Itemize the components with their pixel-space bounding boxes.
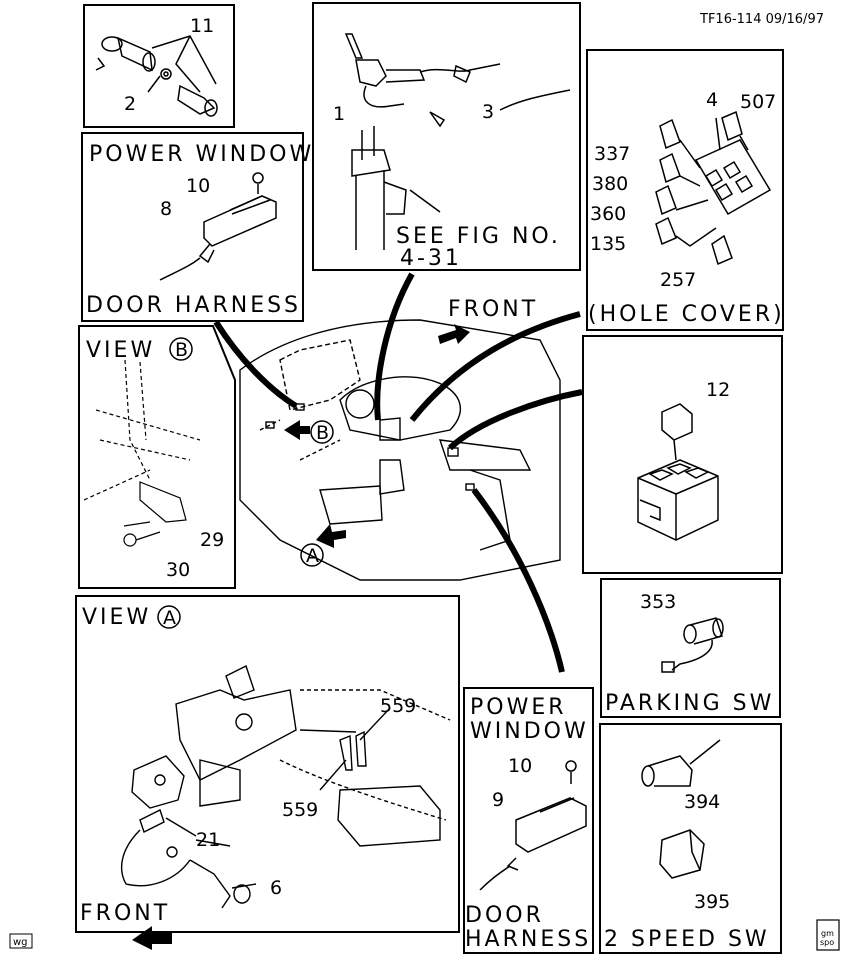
- label-part-29: 29: [200, 529, 224, 551]
- see-fig-line2: 4-31: [400, 246, 462, 271]
- power-window-top-title: POWER WINDOW: [89, 142, 314, 167]
- two-speed-caption: 2 SPEED SW: [604, 927, 770, 952]
- power-window-bottom-caption-2: HARNESS: [465, 927, 591, 952]
- label-part-395: 395: [694, 891, 730, 913]
- label-part-30: 30: [166, 559, 190, 581]
- label-part-394: 394: [684, 791, 720, 813]
- fuse-caption: (HOLE COVER): [588, 302, 785, 327]
- label-part-257: 257: [660, 269, 696, 291]
- center-front-label: FRONT: [448, 297, 538, 322]
- diagram-code: TF16-114 09/16/97: [699, 12, 824, 27]
- wg-tag: wg: [13, 937, 28, 948]
- gm-logo-line1: gm: [821, 929, 834, 938]
- view-b-circle-letter: B: [175, 339, 188, 361]
- view-a-circle: [157, 605, 181, 629]
- view-b-title: VIEW: [86, 338, 155, 363]
- marker-a-letter: A: [306, 545, 319, 567]
- power-window-top-caption: DOOR HARNESS: [86, 293, 301, 318]
- label-part-360: 360: [590, 203, 626, 225]
- panel-view-a: VIEW A 559 559 21 6 FRONT: [75, 595, 460, 950]
- label-part-380: 380: [592, 173, 628, 195]
- label-part-9: 9: [492, 789, 504, 811]
- label-part-507: 507: [740, 91, 776, 113]
- label-part-135: 135: [590, 233, 626, 255]
- marker-a-circle: [300, 543, 324, 567]
- label-part-1: 1: [333, 103, 345, 125]
- label-part-4: 4: [706, 89, 718, 111]
- power-window-bottom-title-2: WINDOW: [470, 719, 589, 744]
- panel-power-window-bottom: POWER WINDOW 10 9 DOOR HARNESS: [463, 687, 594, 954]
- gm-logo-box: [816, 919, 840, 951]
- label-part-337: 337: [594, 143, 630, 165]
- marker-b-letter: B: [316, 422, 329, 444]
- panel-power-window-top: POWER WINDOW 10 8 DOOR HARNESS: [81, 132, 314, 322]
- view-a-front-label: FRONT: [80, 901, 170, 926]
- panel-parking: 353 PARKING SW: [600, 578, 781, 718]
- parking-caption: PARKING SW: [605, 691, 774, 716]
- power-window-bottom-title-1: POWER: [470, 695, 567, 720]
- front-arrow-icon: [438, 324, 470, 344]
- label-part-2: 2: [124, 93, 136, 115]
- label-part-559-left: 559: [282, 799, 318, 821]
- marker-b-arrow-icon: [284, 420, 310, 440]
- label-part-3: 3: [482, 101, 494, 123]
- panel-column: 1 3 SEE FIG NO. 4-31: [312, 2, 581, 271]
- see-fig-line1: SEE FIG NO.: [396, 224, 561, 249]
- gm-logo-line2: spo: [820, 938, 834, 947]
- label-part-353: 353: [640, 591, 676, 613]
- view-a-title: VIEW: [82, 605, 151, 630]
- label-part-10-bottom: 10: [508, 755, 532, 777]
- marker-a-arrow-icon: [316, 524, 346, 548]
- label-part-6: 6: [270, 877, 282, 899]
- wg-tag-box: [9, 933, 33, 949]
- marker-b-circle: [310, 420, 334, 444]
- label-part-21: 21: [196, 829, 220, 851]
- panel-switch: 11 2: [83, 4, 235, 128]
- label-part-559-top: 559: [380, 695, 416, 717]
- power-window-bottom-caption-1: DOOR: [465, 903, 544, 928]
- view-b-circle: [169, 337, 193, 361]
- view-a-front-arrow-icon: [132, 926, 172, 950]
- label-part-8: 8: [160, 198, 172, 220]
- dashboard-main: FRONT B A: [213, 272, 583, 673]
- label-part-10-top: 10: [186, 175, 210, 197]
- panel-view-b: VIEW B 29 30: [78, 325, 236, 589]
- panel-2speed: 394 395 2 SPEED SW: [599, 723, 782, 954]
- panel-relay: 12: [582, 335, 783, 574]
- label-part-12: 12: [706, 379, 730, 401]
- label-part-11: 11: [190, 15, 214, 37]
- panel-fuse: 4 507 337 380 360 135 257 (HOLE COVER): [586, 49, 785, 331]
- view-a-circle-letter: A: [163, 607, 176, 629]
